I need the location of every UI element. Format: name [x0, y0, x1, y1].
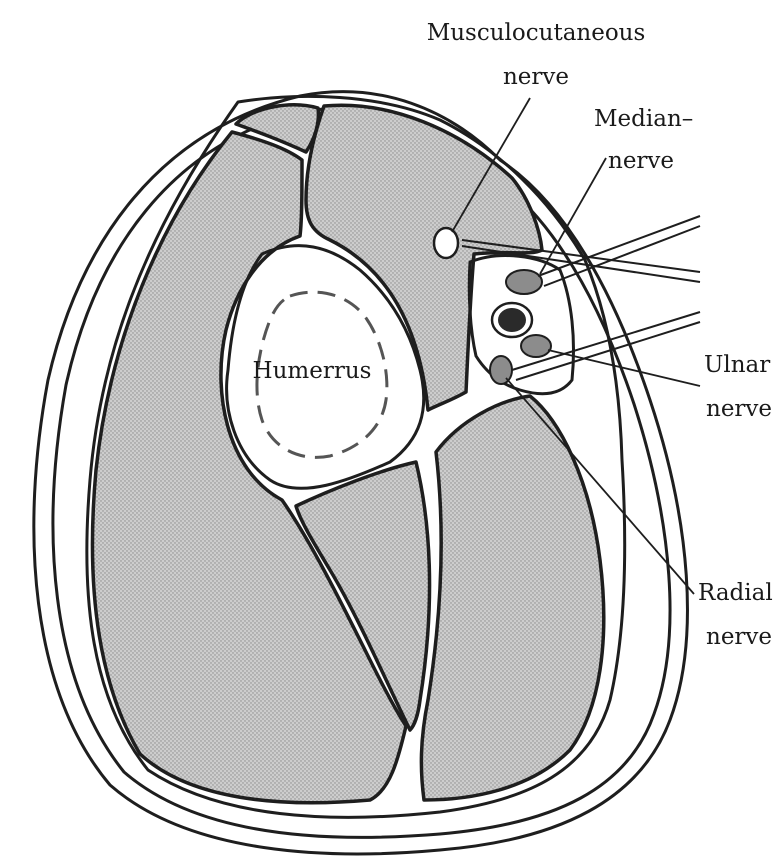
radial-label-line2: nerve [706, 624, 772, 650]
muscle-bottom-right [421, 396, 603, 800]
median-label-line1: Median– [594, 106, 693, 132]
humerus-label: Humerrus [253, 358, 372, 384]
median-label-line2: nerve [608, 148, 674, 174]
musculocutaneous-label-line1: Musculocutaneous [427, 20, 646, 46]
ulnar-label-line1: Ulnar [704, 352, 770, 378]
ulnar-nerve-shape [521, 335, 551, 357]
radial-label-line1: Radial [698, 580, 773, 606]
musculocutaneous-nerve-shape [434, 228, 458, 258]
median-nerve-shape [506, 270, 542, 294]
musculocutaneous-label-line2: nerve [503, 64, 569, 90]
brachial-artery-lumen [498, 308, 526, 332]
ulnar-label-line2: nerve [706, 396, 772, 422]
median-leader [540, 158, 606, 274]
